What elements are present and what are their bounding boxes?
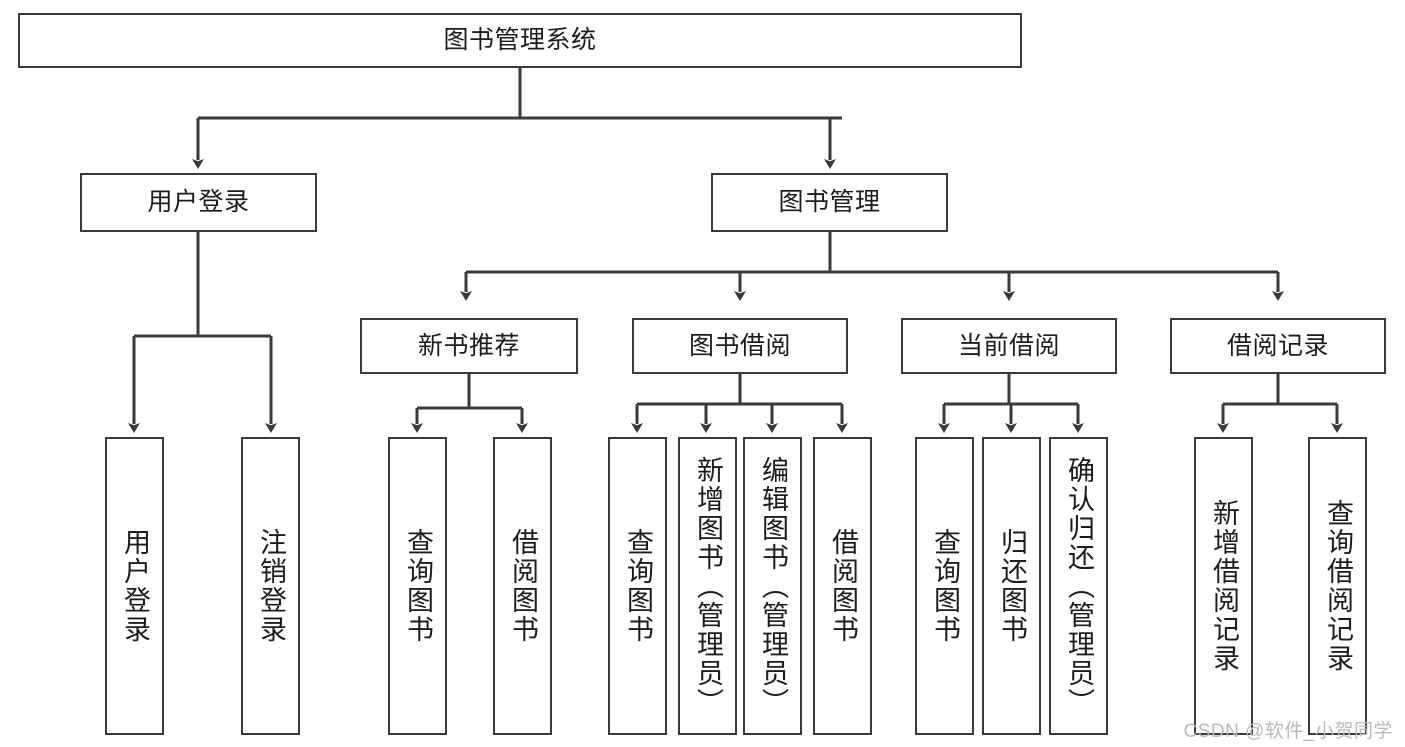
node-label: 借阅图书 — [508, 528, 538, 644]
leaf-newbook-borrow-book[interactable]: 借阅图书 — [493, 437, 552, 735]
node-label: 借阅图书 — [828, 528, 858, 644]
node-label: 查询图书 — [403, 528, 433, 644]
node-label: 新增借阅记录 — [1209, 499, 1239, 673]
node-label: 图书借阅 — [688, 331, 791, 360]
node-book-borrow[interactable]: 图书借阅 — [632, 318, 848, 374]
leaf-bookborrow-add-book-admin[interactable]: 新增图书（管理员） — [678, 437, 737, 735]
leaf-bookborrow-edit-book-admin[interactable]: 编辑图书（管理员） — [743, 437, 802, 735]
node-new-book-recommend[interactable]: 新书推荐 — [360, 318, 578, 374]
node-user-login[interactable]: 用户登录 — [80, 173, 317, 232]
node-book-management[interactable]: 图书管理 — [711, 173, 948, 232]
node-root-system[interactable]: 图书管理系统 — [18, 13, 1022, 68]
node-label: 编辑图书（管理员） — [758, 455, 788, 717]
leaf-currentborrow-return-book[interactable]: 归还图书 — [982, 437, 1041, 735]
node-label: 当前借阅 — [957, 331, 1060, 360]
leaf-bookborrow-borrow-book[interactable]: 借阅图书 — [813, 437, 872, 735]
node-label: 查询图书 — [623, 528, 653, 644]
node-label: 图书管理 — [778, 188, 881, 216]
node-label: 图书管理系统 — [443, 26, 597, 54]
node-label: 用户登录 — [120, 528, 150, 644]
node-label: 新书推荐 — [417, 331, 520, 360]
node-label: 注销登录 — [256, 528, 286, 644]
node-current-borrow[interactable]: 当前借阅 — [901, 318, 1117, 374]
leaf-bookborrow-query-book[interactable]: 查询图书 — [608, 437, 667, 735]
leaf-borrowrecord-add-record[interactable]: 新增借阅记录 — [1194, 437, 1253, 735]
node-label: 查询借阅记录 — [1323, 499, 1353, 673]
leaf-logout[interactable]: 注销登录 — [241, 437, 300, 735]
node-label: 归还图书 — [997, 528, 1027, 644]
watermark-text: CSDN @软件_小贺同学 — [1183, 721, 1393, 742]
leaf-currentborrow-confirm-return-admin[interactable]: 确认归还（管理员） — [1049, 437, 1108, 735]
leaf-newbook-query-book[interactable]: 查询图书 — [388, 437, 447, 735]
node-label: 确认归还（管理员） — [1064, 455, 1094, 717]
leaf-user-login[interactable]: 用户登录 — [105, 437, 164, 735]
node-label: 查询图书 — [930, 528, 960, 644]
leaf-currentborrow-query-book[interactable]: 查询图书 — [915, 437, 974, 735]
node-borrow-record[interactable]: 借阅记录 — [1170, 318, 1386, 374]
node-label: 用户登录 — [147, 188, 250, 216]
node-label: 借阅记录 — [1226, 331, 1329, 360]
node-label: 新增图书（管理员） — [693, 455, 723, 717]
leaf-borrowrecord-query-record[interactable]: 查询借阅记录 — [1308, 437, 1367, 735]
